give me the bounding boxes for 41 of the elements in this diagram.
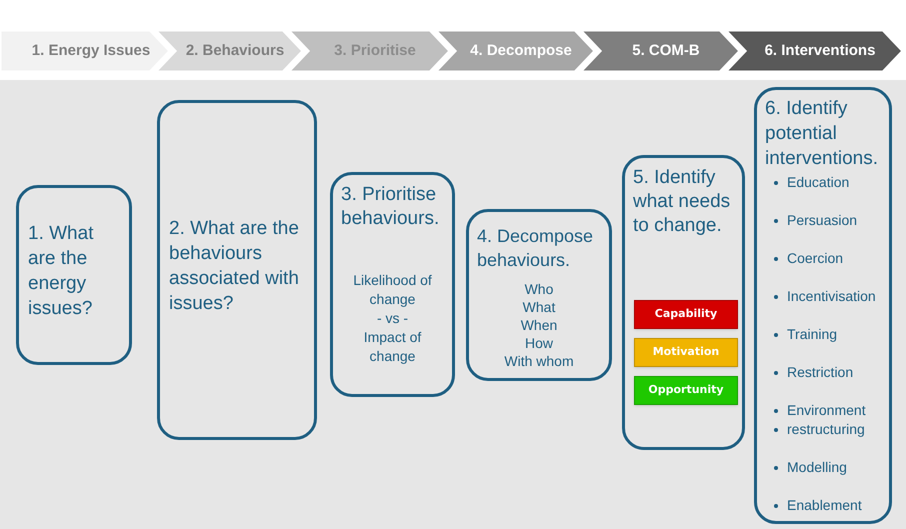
list-item: restructuring: [787, 420, 865, 439]
body-text: Who: [524, 280, 554, 298]
component-bar: [634, 376, 738, 405]
list-item: Incentivisation: [787, 287, 876, 306]
component-bar: [634, 300, 738, 329]
rounded-box: [16, 185, 132, 365]
bar-label: Opportunity: [648, 382, 724, 398]
list-item: Coercion: [787, 249, 844, 268]
list-item: Modelling: [787, 458, 847, 477]
box-heading: 3. Prioritise behaviours.: [341, 183, 440, 231]
list-item: Environment: [787, 401, 866, 420]
box-heading: 6. Identify potential interventions.: [765, 97, 880, 171]
box-heading: 1. What are the energy issues?: [28, 222, 94, 321]
step-label: 1. Energy Issues: [32, 40, 150, 61]
rounded-box: [754, 87, 892, 524]
bar-label: Capability: [654, 306, 718, 322]
body-text: When: [520, 316, 558, 334]
list-item: Enablement: [787, 496, 862, 515]
body-text: What: [522, 298, 556, 316]
list-item: Restriction: [787, 363, 854, 382]
step-label: 2. Behaviours: [186, 40, 284, 61]
rounded-box: [157, 100, 317, 440]
list-item: Training: [787, 325, 838, 344]
box-heading: 2. What are the behaviours associated with issues?: [169, 217, 300, 316]
component-bar: [634, 338, 738, 367]
bar-label: Motivation: [652, 344, 720, 360]
box-heading: 5. Identify what needs to change.: [633, 166, 732, 238]
box-heading: 4. Decompose behaviours.: [477, 225, 594, 272]
body-text: Likelihood of change: [352, 271, 433, 309]
step-label: 4. Decompose: [470, 40, 572, 61]
body-text: How: [524, 334, 553, 352]
rounded-box: [330, 172, 455, 397]
rounded-box: [466, 209, 612, 381]
body-text: With whom: [504, 352, 574, 370]
list-item: Persuasion: [787, 211, 858, 230]
step-label: 5. COM-B: [632, 40, 700, 61]
step-label: 6. Interventions: [764, 40, 876, 61]
list-item: Education: [787, 173, 850, 192]
body-text: Impact of change: [362, 328, 422, 366]
rounded-box: [622, 155, 745, 450]
body-text: - vs -: [376, 309, 408, 328]
